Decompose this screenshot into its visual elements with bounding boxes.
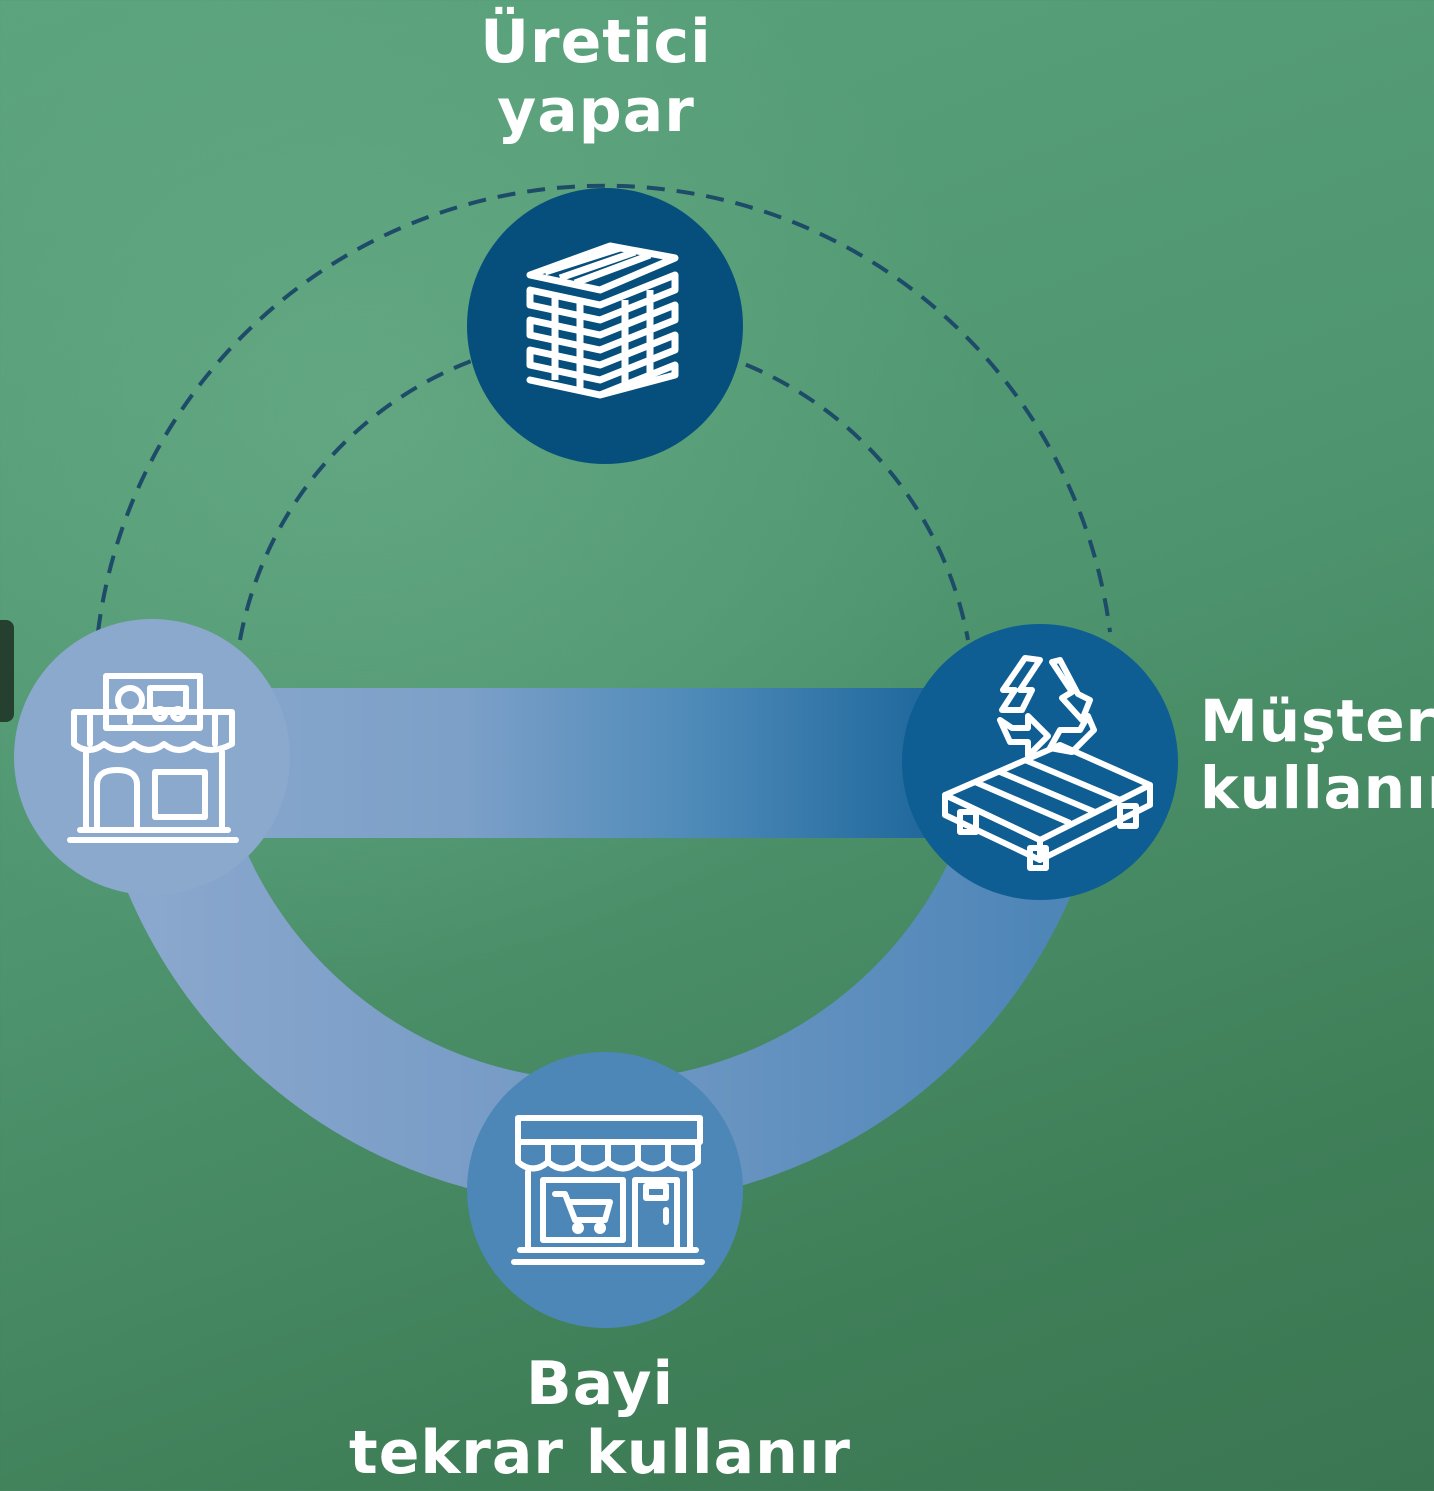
producer-subtitle: yapar bbox=[497, 76, 695, 146]
dealer-node bbox=[467, 1052, 743, 1328]
producer-node bbox=[467, 188, 743, 464]
repair-shop-icon bbox=[67, 673, 239, 843]
recycle-pallet-icon bbox=[942, 655, 1153, 871]
dealer-label: Bayi tekrar kullanır bbox=[300, 1350, 900, 1488]
customer-node bbox=[902, 624, 1178, 900]
horizontal-band bbox=[150, 688, 1050, 838]
repair-node bbox=[14, 619, 290, 895]
stacked-pallets-icon bbox=[526, 242, 679, 399]
dealer-title: Bayi bbox=[525, 1349, 675, 1419]
dealer-subtitle: tekrar kullanır bbox=[349, 1418, 851, 1488]
customer-title: Müşteri bbox=[1200, 687, 1434, 755]
customer-subtitle: kullanır bbox=[1200, 753, 1434, 822]
shop-cart-icon bbox=[511, 1115, 705, 1265]
producer-label: Üretici yapar bbox=[400, 8, 792, 146]
customer-label: Müşteri kullanır bbox=[1200, 688, 1434, 821]
producer-title: Üretici bbox=[480, 7, 712, 77]
outer-dashed-arc bbox=[96, 183, 1112, 633]
left-edge-tab bbox=[0, 620, 14, 722]
